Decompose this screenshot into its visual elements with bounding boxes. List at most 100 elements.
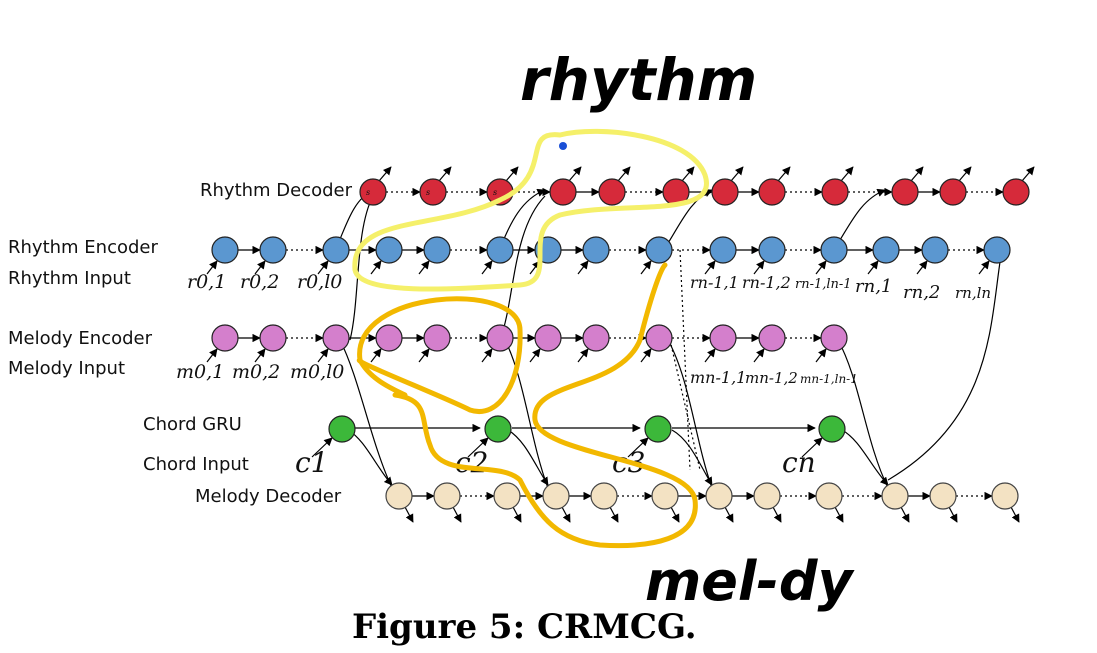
output-arrow: [777, 166, 791, 182]
input-arrow: [317, 348, 329, 363]
annotation-rhythm: rhythm: [520, 46, 757, 114]
rhythm-decoder-node: [711, 178, 739, 206]
output-arrow: [438, 166, 452, 182]
input-label-mn12: mn-1,2: [745, 369, 798, 387]
input-label-m0l: m0,l0: [290, 361, 344, 383]
input-arrow: [467, 437, 489, 458]
node-label-s11: s: [366, 188, 370, 197]
chord-gru-node: [484, 415, 512, 443]
input-arrow: [627, 437, 649, 458]
input-label-mn1l: mn-1,ln-1: [800, 372, 858, 386]
rhythm-encoder-node: [872, 236, 900, 264]
input-arrow: [640, 348, 652, 363]
chord-input-c1: c1: [295, 446, 329, 479]
rhythm-encoder-node: [322, 236, 350, 264]
melody-to-decoder-connector: [667, 339, 713, 489]
input-arrow: [254, 260, 266, 275]
output-arrow: [505, 166, 519, 182]
rhythm-decoder-node: [758, 178, 786, 206]
rhythm-decoder-node: [1002, 178, 1030, 206]
output-arrow: [452, 506, 462, 523]
chord-to-decoder-connector: [671, 429, 713, 486]
rhythm-encoder-node: [582, 236, 610, 264]
melody-encoder-node: [322, 324, 350, 352]
node-label-s12: s: [426, 188, 430, 197]
input-arrow: [206, 260, 218, 275]
output-arrow: [1021, 166, 1035, 182]
melody-to-decoder-connector: [504, 339, 549, 489]
melody-decoder-node: [929, 482, 957, 510]
input-arrow: [704, 260, 716, 275]
melody-decoder-node: [881, 482, 909, 510]
chord-gru-node: [328, 415, 356, 443]
rhythm-encoder-node: [645, 236, 673, 264]
output-arrow: [910, 166, 924, 182]
melody-encoder-node: [375, 324, 403, 352]
rhythm-decoder-node: [598, 178, 626, 206]
label-chord-input: Chord Input: [143, 454, 249, 475]
melody-encoder-node: [259, 324, 287, 352]
input-label-rnl: rn,ln: [955, 284, 991, 302]
input-label-rn2: rn,2: [903, 282, 940, 303]
input-arrow: [370, 348, 382, 363]
input-label-r0l: r0,l0: [297, 271, 342, 293]
annotation-melody: mel-dy: [645, 550, 855, 613]
input-arrow: [916, 260, 928, 275]
rhythm-encoder-node: [820, 236, 848, 264]
rhythm-encoder-node: [709, 236, 737, 264]
melody-decoder-node: [753, 482, 781, 510]
rhythm-encoder-node: [423, 236, 451, 264]
rhythm-to-decoder-connector: [887, 261, 1001, 481]
input-arrow: [577, 260, 589, 275]
rhythm-encoder-node: [259, 236, 287, 264]
input-label-rn12: rn-1,2: [742, 273, 791, 292]
input-label-mn11: mn-1,1: [690, 368, 746, 387]
melody-encoder-node: [758, 324, 786, 352]
input-arrow: [867, 260, 879, 275]
output-arrow: [512, 506, 522, 523]
output-arrow: [404, 506, 414, 523]
input-arrow: [254, 348, 266, 363]
rhythm-encoder-node: [375, 236, 403, 264]
output-arrow: [958, 166, 972, 182]
input-label-rn1: rn,1: [855, 276, 892, 297]
label-rhythm-input: Rhythm Input: [8, 268, 131, 289]
rhythm-decoder-node: [419, 178, 447, 206]
output-arrow: [724, 506, 734, 523]
melody-encoder-node: [423, 324, 451, 352]
input-arrow: [815, 348, 827, 363]
output-arrow: [561, 506, 571, 523]
melody-decoder-node: [815, 482, 843, 510]
output-arrow: [834, 506, 844, 523]
rhythm-decoder-node: [359, 178, 387, 206]
input-label-m01: m0,1: [176, 361, 224, 383]
output-arrow: [681, 166, 695, 182]
melody-decoder-node: [433, 482, 461, 510]
dotted-connector: [679, 249, 691, 471]
melody-to-decoder-connector: [339, 339, 393, 489]
input-label-r02: r0,2: [240, 271, 279, 293]
output-arrow: [948, 506, 958, 523]
input-arrow: [481, 260, 493, 275]
input-arrow: [640, 260, 652, 275]
output-arrow: [568, 166, 582, 182]
label-melody-input: Melody Input: [8, 358, 125, 379]
output-arrow: [730, 166, 744, 182]
melody-decoder-node: [991, 482, 1019, 510]
input-arrow: [753, 348, 765, 363]
melody-highlight-loop: [356, 262, 698, 549]
melody-decoder-node: [542, 482, 570, 510]
melody-encoder-node: [486, 324, 514, 352]
melody-encoder-node: [709, 324, 737, 352]
input-label-rn1l: rn-1,ln-1: [795, 277, 852, 292]
label-rhythm-decoder: Rhythm Decoder: [200, 180, 353, 201]
output-arrow: [378, 166, 392, 182]
rhythm-encoder-node: [983, 236, 1011, 264]
output-arrow: [609, 506, 619, 523]
melody-decoder-node: [651, 482, 679, 510]
melody-to-decoder-connector: [499, 195, 546, 341]
input-arrow: [978, 260, 990, 275]
chord-input-cn: cn: [782, 446, 816, 479]
node-label-s1l: s: [493, 188, 497, 197]
chord-input-c2: c2: [455, 446, 489, 479]
